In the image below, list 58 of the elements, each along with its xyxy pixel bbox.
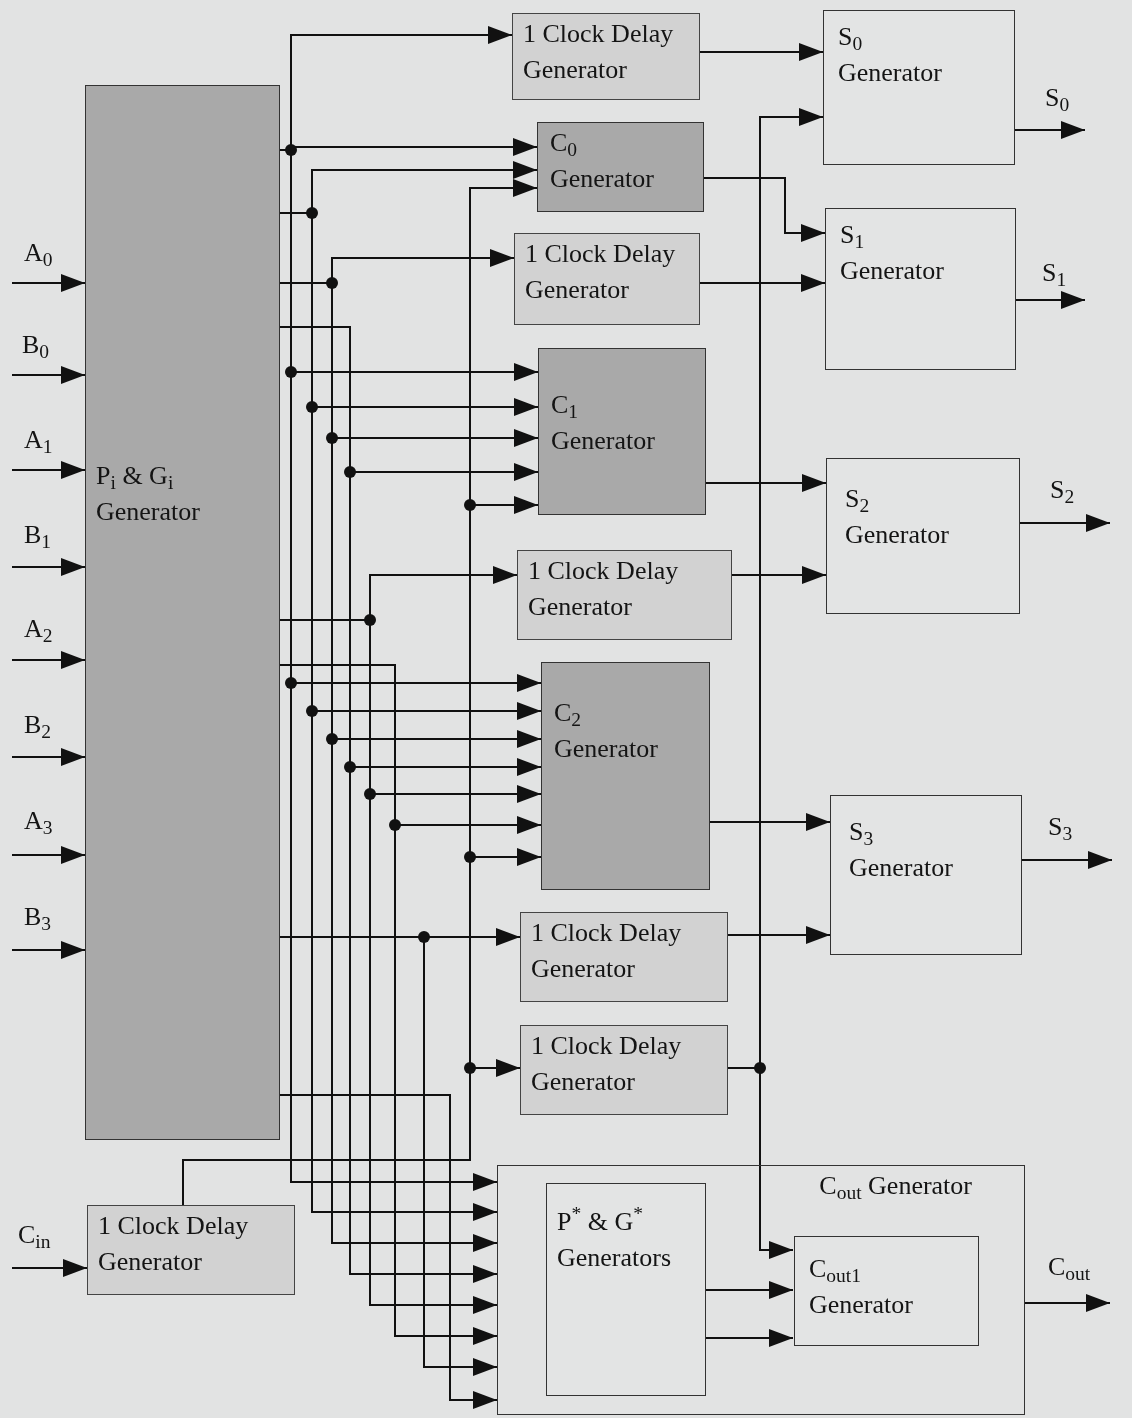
block-label: C$_{out}$ Generator: [819, 1170, 972, 1204]
block-label: 1 Clock Delay Generator: [525, 238, 677, 306]
signal-arrow: [11, 558, 86, 576]
block-label: 1 Clock Delay Generator: [531, 917, 683, 985]
signal-arrow: [703, 177, 826, 242]
signal-arrow: [1024, 1294, 1111, 1312]
signal-arrow: [731, 566, 827, 584]
block-label: C$_{1}$ Generator: [551, 389, 656, 457]
generator-block: [514, 233, 700, 325]
block-label: C$_{0}$ Generator: [550, 127, 655, 195]
signal-arrow: [699, 274, 826, 292]
block-label: 1 Clock Delay Generator: [523, 18, 675, 86]
generator-block: [517, 550, 732, 640]
block-label: 1 Clock Delay Generator: [531, 1030, 683, 1098]
block-label: C$_{out1}$ Generator: [809, 1253, 914, 1321]
signal-arrow: [11, 1259, 88, 1277]
block-label: 1 Clock Delay Generator: [98, 1210, 250, 1278]
signal-arrow: [11, 941, 86, 959]
generator-block: [520, 1025, 728, 1115]
signal-arrow: [699, 43, 824, 61]
generator-block: [826, 458, 1020, 614]
generator-block: [520, 912, 728, 1002]
generator-block: [794, 1236, 979, 1346]
generator-block: [87, 1205, 295, 1295]
signal-arrow: [704, 1329, 794, 1347]
block-label: S$_{0}$ Generator: [838, 21, 943, 89]
signal-arrow: [11, 461, 86, 479]
signal-arrow: [727, 926, 831, 944]
generator-block: [497, 1165, 1025, 1415]
generator-block: [512, 13, 700, 100]
signal-arrow: [705, 474, 827, 492]
signal-arrow: [279, 1094, 498, 1409]
signal-arrow: [1019, 514, 1111, 532]
signal-arrow: [1015, 291, 1086, 309]
signal-arrow: [709, 813, 831, 831]
block-label: S$_{2}$ Generator: [845, 483, 950, 551]
block-label: S$_{3}$ Generator: [849, 816, 954, 884]
signal-arrow: [1021, 851, 1113, 869]
generator-block: [85, 85, 280, 1140]
signal-arrow: [11, 748, 86, 766]
signal-arrow: [1014, 121, 1086, 139]
generator-block: [830, 795, 1022, 955]
signal-arrow: [704, 1281, 794, 1299]
block-label: C$_{2}$ Generator: [554, 697, 659, 765]
signal-arrow: [11, 846, 86, 864]
generator-block: [541, 662, 710, 890]
generator-block: [537, 122, 704, 212]
generator-block: [823, 10, 1015, 165]
block-label: P$^{*}$ & G$^{*}$ Generators: [557, 1204, 673, 1274]
generator-block: [825, 208, 1016, 370]
block-label: S$_{1}$ Generator: [840, 219, 945, 287]
generator-block: [538, 348, 706, 515]
block-label: 1 Clock Delay Generator: [528, 555, 680, 623]
block-label: P$_{i}$ & G$_{i}$ Generator: [96, 460, 201, 528]
signal-arrow: [11, 274, 86, 292]
generator-block: [546, 1183, 706, 1396]
signal-arrow: [11, 366, 86, 384]
signal-arrow: [11, 651, 86, 669]
